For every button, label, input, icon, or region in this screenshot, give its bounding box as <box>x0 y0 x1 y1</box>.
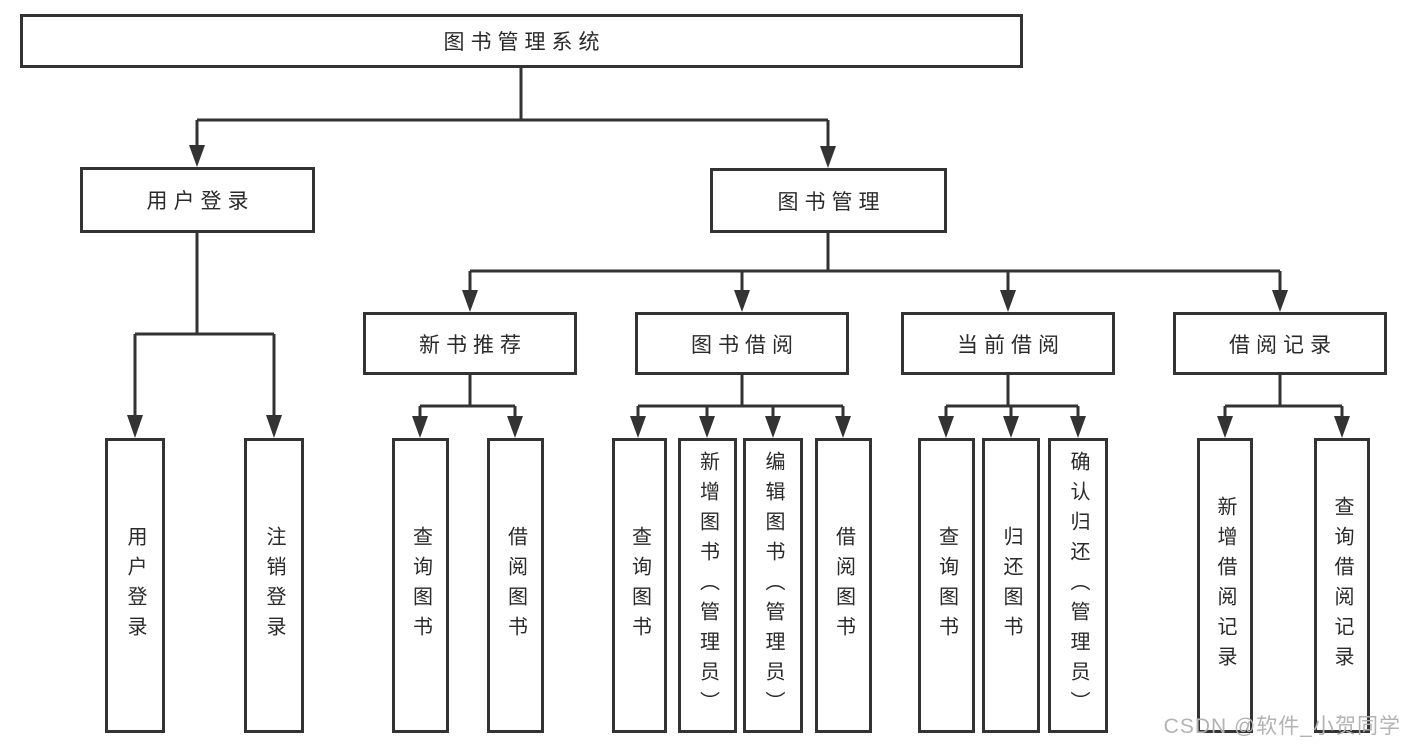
leaf-confirm-return-admin: 确认归还（管理员） <box>1048 438 1108 733</box>
node-book-management: 图书管理 <box>710 168 947 233</box>
leaf-query-books-1: 查询图书 <box>392 438 449 733</box>
leaf-borrow-books-2: 借阅图书 <box>815 438 872 733</box>
leaf-logout: 注销登录 <box>244 438 304 733</box>
node-current-borrow: 当前借阅 <box>901 312 1115 375</box>
node-borrow-records: 借阅记录 <box>1173 312 1387 375</box>
leaf-user-login: 用户登录 <box>105 438 165 733</box>
node-user-login: 用户登录 <box>80 167 315 233</box>
leaf-add-book-admin: 新增图书（管理员） <box>678 438 737 733</box>
leaf-edit-book-admin: 编辑图书（管理员） <box>743 438 803 733</box>
leaf-query-books-3: 查询图书 <box>918 438 975 733</box>
csdn-watermark: CSDN @软件_小贺同学 <box>1163 715 1401 738</box>
leaf-borrow-books-1: 借阅图书 <box>487 438 544 733</box>
leaf-query-borrow-record: 查询借阅记录 <box>1314 438 1370 733</box>
node-new-book-recommend: 新书推荐 <box>363 312 577 375</box>
leaf-query-books-2: 查询图书 <box>612 438 667 733</box>
leaf-add-borrow-record: 新增借阅记录 <box>1197 438 1253 733</box>
leaf-return-books: 归还图书 <box>982 438 1040 733</box>
node-root: 图书管理系统 <box>20 14 1023 68</box>
node-book-borrow: 图书借阅 <box>635 312 849 375</box>
